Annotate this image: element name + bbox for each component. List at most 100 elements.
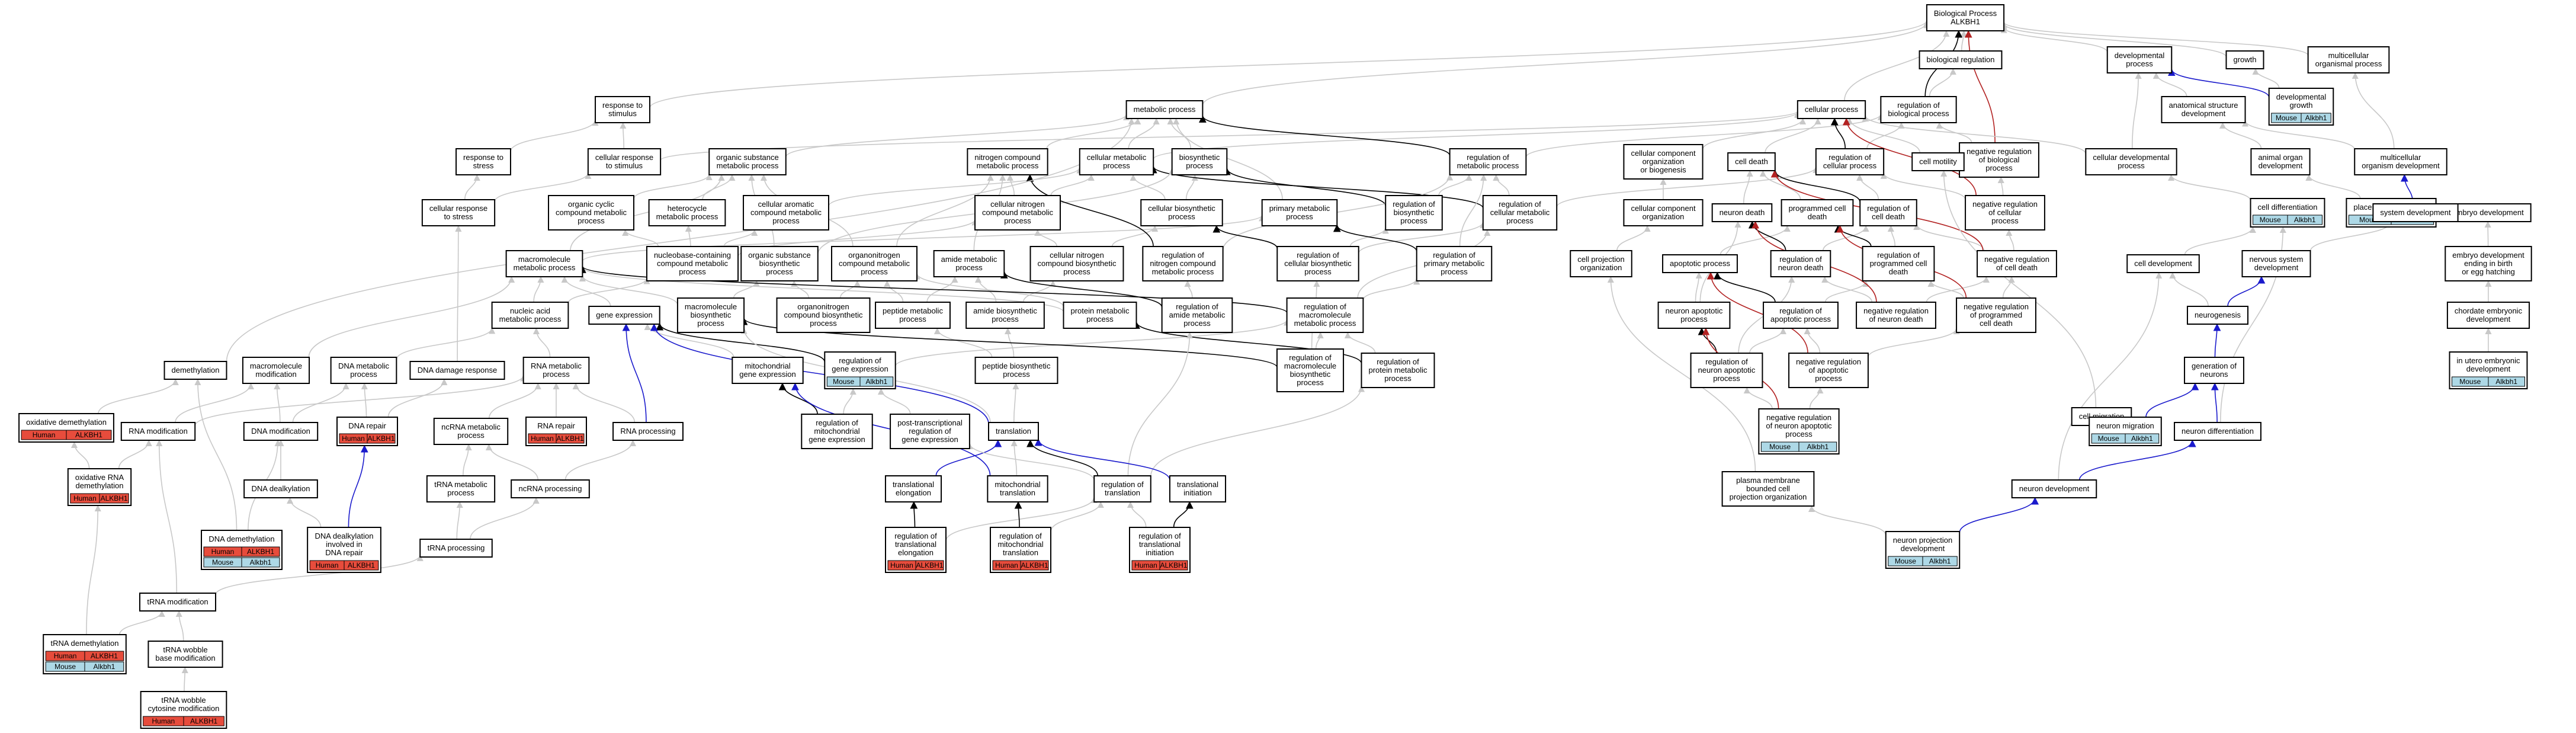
go-term-node-apoptotic[interactable]: apoptotic process	[1662, 254, 1738, 273]
go-term-node-regtransinit[interactable]: regulation oftranslationalinitiationHuma…	[1129, 527, 1191, 573]
go-term-node-dnadealk[interactable]: DNA dealkylation	[243, 479, 318, 498]
go-term-node-celldeath[interactable]: cell death	[1727, 152, 1776, 171]
go-term-node-sysdev[interactable]: system development	[2372, 203, 2459, 222]
go-term-node-rnaproc[interactable]: RNA processing	[612, 422, 684, 441]
go-term-node-trnaproc[interactable]: tRNA processing	[419, 539, 493, 558]
go-term-node-demeth[interactable]: demethylation	[163, 361, 227, 380]
go-term-node-translation[interactable]: translation	[988, 422, 1039, 441]
go-term-node-ncrnaproc[interactable]: ncRNA processing	[511, 479, 590, 498]
go-term-node-regmacrobio[interactable]: regulation ofmacromoleculebiosyntheticpr…	[1276, 348, 1345, 392]
go-term-node-neurogenesis[interactable]: neurogenesis	[2186, 306, 2249, 325]
go-term-node-bioreg[interactable]: biological regulation	[1919, 50, 2003, 69]
go-term-node-cellmot[interactable]: cell motility	[1911, 152, 1965, 171]
go-term-node-neurondiff[interactable]: neuron differentiation	[2174, 422, 2261, 441]
go-term-node-growth[interactable]: growth	[2225, 50, 2264, 69]
go-term-node-regtranselong[interactable]: regulation oftranslationalelongationHuma…	[885, 527, 947, 573]
go-term-node-regmitotrans[interactable]: regulation ofmitochondrialtranslationHum…	[990, 527, 1051, 573]
go-term-node-celldev[interactable]: cell development	[2126, 254, 2200, 273]
go-term-node-neurondeath[interactable]: neuron death	[1711, 203, 1773, 222]
go-term-node-embryodev[interactable]: embryo development	[2444, 203, 2532, 222]
go-term-node-cellproc[interactable]: cellular process	[1797, 100, 1866, 119]
go-term-node-dnadamage[interactable]: DNA damage response	[409, 361, 505, 380]
go-term-node-neurondev[interactable]: neuron development	[2011, 479, 2097, 498]
